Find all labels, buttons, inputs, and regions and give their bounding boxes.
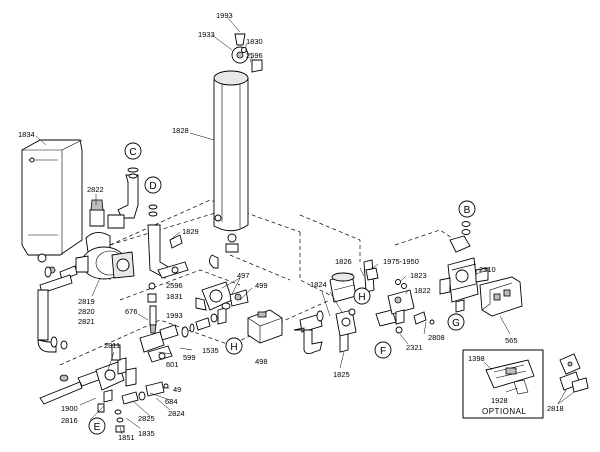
marker-g: G — [447, 313, 465, 331]
callout-2808: 2808 — [428, 333, 445, 342]
callout-2825: 2825 — [138, 414, 155, 423]
callout-601: 601 — [166, 360, 179, 369]
callout-2821: 2821 — [78, 317, 95, 326]
marker-g-label: G — [452, 318, 460, 329]
callout-599: 599 — [183, 353, 196, 362]
marker-f: F — [374, 341, 392, 359]
marker-h-left: H — [225, 337, 243, 355]
lower-left-manifold — [39, 344, 171, 435]
gas-valve — [439, 221, 523, 335]
electrode-parts — [557, 353, 589, 405]
marker-c: C — [124, 142, 142, 160]
callout-1828: 1828 — [172, 126, 189, 135]
marker-d-label: D — [149, 181, 156, 192]
callout-2819: 2819 — [78, 297, 95, 306]
callout-1851: 1851 — [118, 433, 135, 442]
diverter-valve — [195, 277, 283, 344]
expansion-tank — [21, 135, 83, 274]
marker-d: D — [144, 176, 162, 194]
callout-1826: 1826 — [335, 257, 352, 266]
marker-h-right-label: H — [358, 292, 365, 303]
marker-b-label: B — [464, 205, 471, 216]
callout-2820: 2820 — [78, 307, 95, 316]
callout-2321: 2321 — [406, 343, 423, 352]
marker-h-left-label: H — [230, 342, 237, 353]
callout-1975-1950: 1975-1950 — [383, 257, 419, 266]
callout-1835: 1835 — [138, 429, 155, 438]
callout-1829: 1829 — [182, 227, 199, 236]
callout-1933: 1933 — [198, 30, 215, 39]
gas-valve-group — [293, 259, 435, 369]
callout-1535: 1535 — [202, 346, 219, 355]
callout-2596-top: 2596 — [246, 51, 263, 60]
optional-label: OPTIONAL — [482, 407, 527, 416]
callout-1928: 1928 — [491, 396, 508, 405]
pump-assembly — [37, 194, 135, 353]
callout-499: 499 — [255, 281, 268, 290]
callout-497: 497 — [237, 271, 250, 280]
callout-1831: 1831 — [166, 292, 183, 301]
marker-h-right: H — [353, 287, 371, 305]
marker-e-label: E — [94, 422, 101, 433]
part-callouts: 1993 1933 1830 2596 1828 1834 2822 1829 … — [18, 11, 564, 442]
callout-1993-top: 1993 — [216, 11, 233, 20]
marker-f-label: F — [380, 346, 386, 357]
callout-49: 49 — [173, 385, 181, 394]
callout-1823: 1823 — [410, 271, 427, 280]
callout-498: 498 — [255, 357, 268, 366]
marker-b: B — [458, 200, 476, 218]
callout-1825: 1825 — [333, 370, 350, 379]
callout-2818: 2818 — [547, 404, 564, 413]
optional-box — [462, 349, 544, 419]
callout-2816: 2816 — [61, 416, 78, 425]
callout-676: 676 — [125, 307, 138, 316]
callout-2822: 2822 — [87, 185, 104, 194]
callout-1398: 1398 — [468, 354, 485, 363]
callout-1834: 1834 — [18, 130, 35, 139]
callout-1900: 1900 — [61, 404, 78, 413]
callout-1830: 1830 — [246, 37, 263, 46]
marker-e: E — [88, 417, 106, 435]
callout-2310: 2310 — [479, 265, 496, 274]
callout-2824: 2824 — [168, 409, 185, 418]
callout-2811: 2811 — [104, 341, 120, 350]
callout-684: 684 — [165, 397, 178, 406]
callout-2596-mid: 2596 — [166, 281, 183, 290]
pipe-assembly-c — [107, 167, 189, 279]
center-fittings — [137, 282, 218, 363]
heat-exchanger-column — [189, 17, 263, 269]
callout-565: 565 — [505, 336, 518, 345]
callout-1822: 1822 — [414, 286, 431, 295]
callout-1993-mid: 1993 — [166, 311, 183, 320]
marker-c-label: C — [129, 147, 136, 158]
callout-1824: 1824 — [310, 280, 327, 289]
